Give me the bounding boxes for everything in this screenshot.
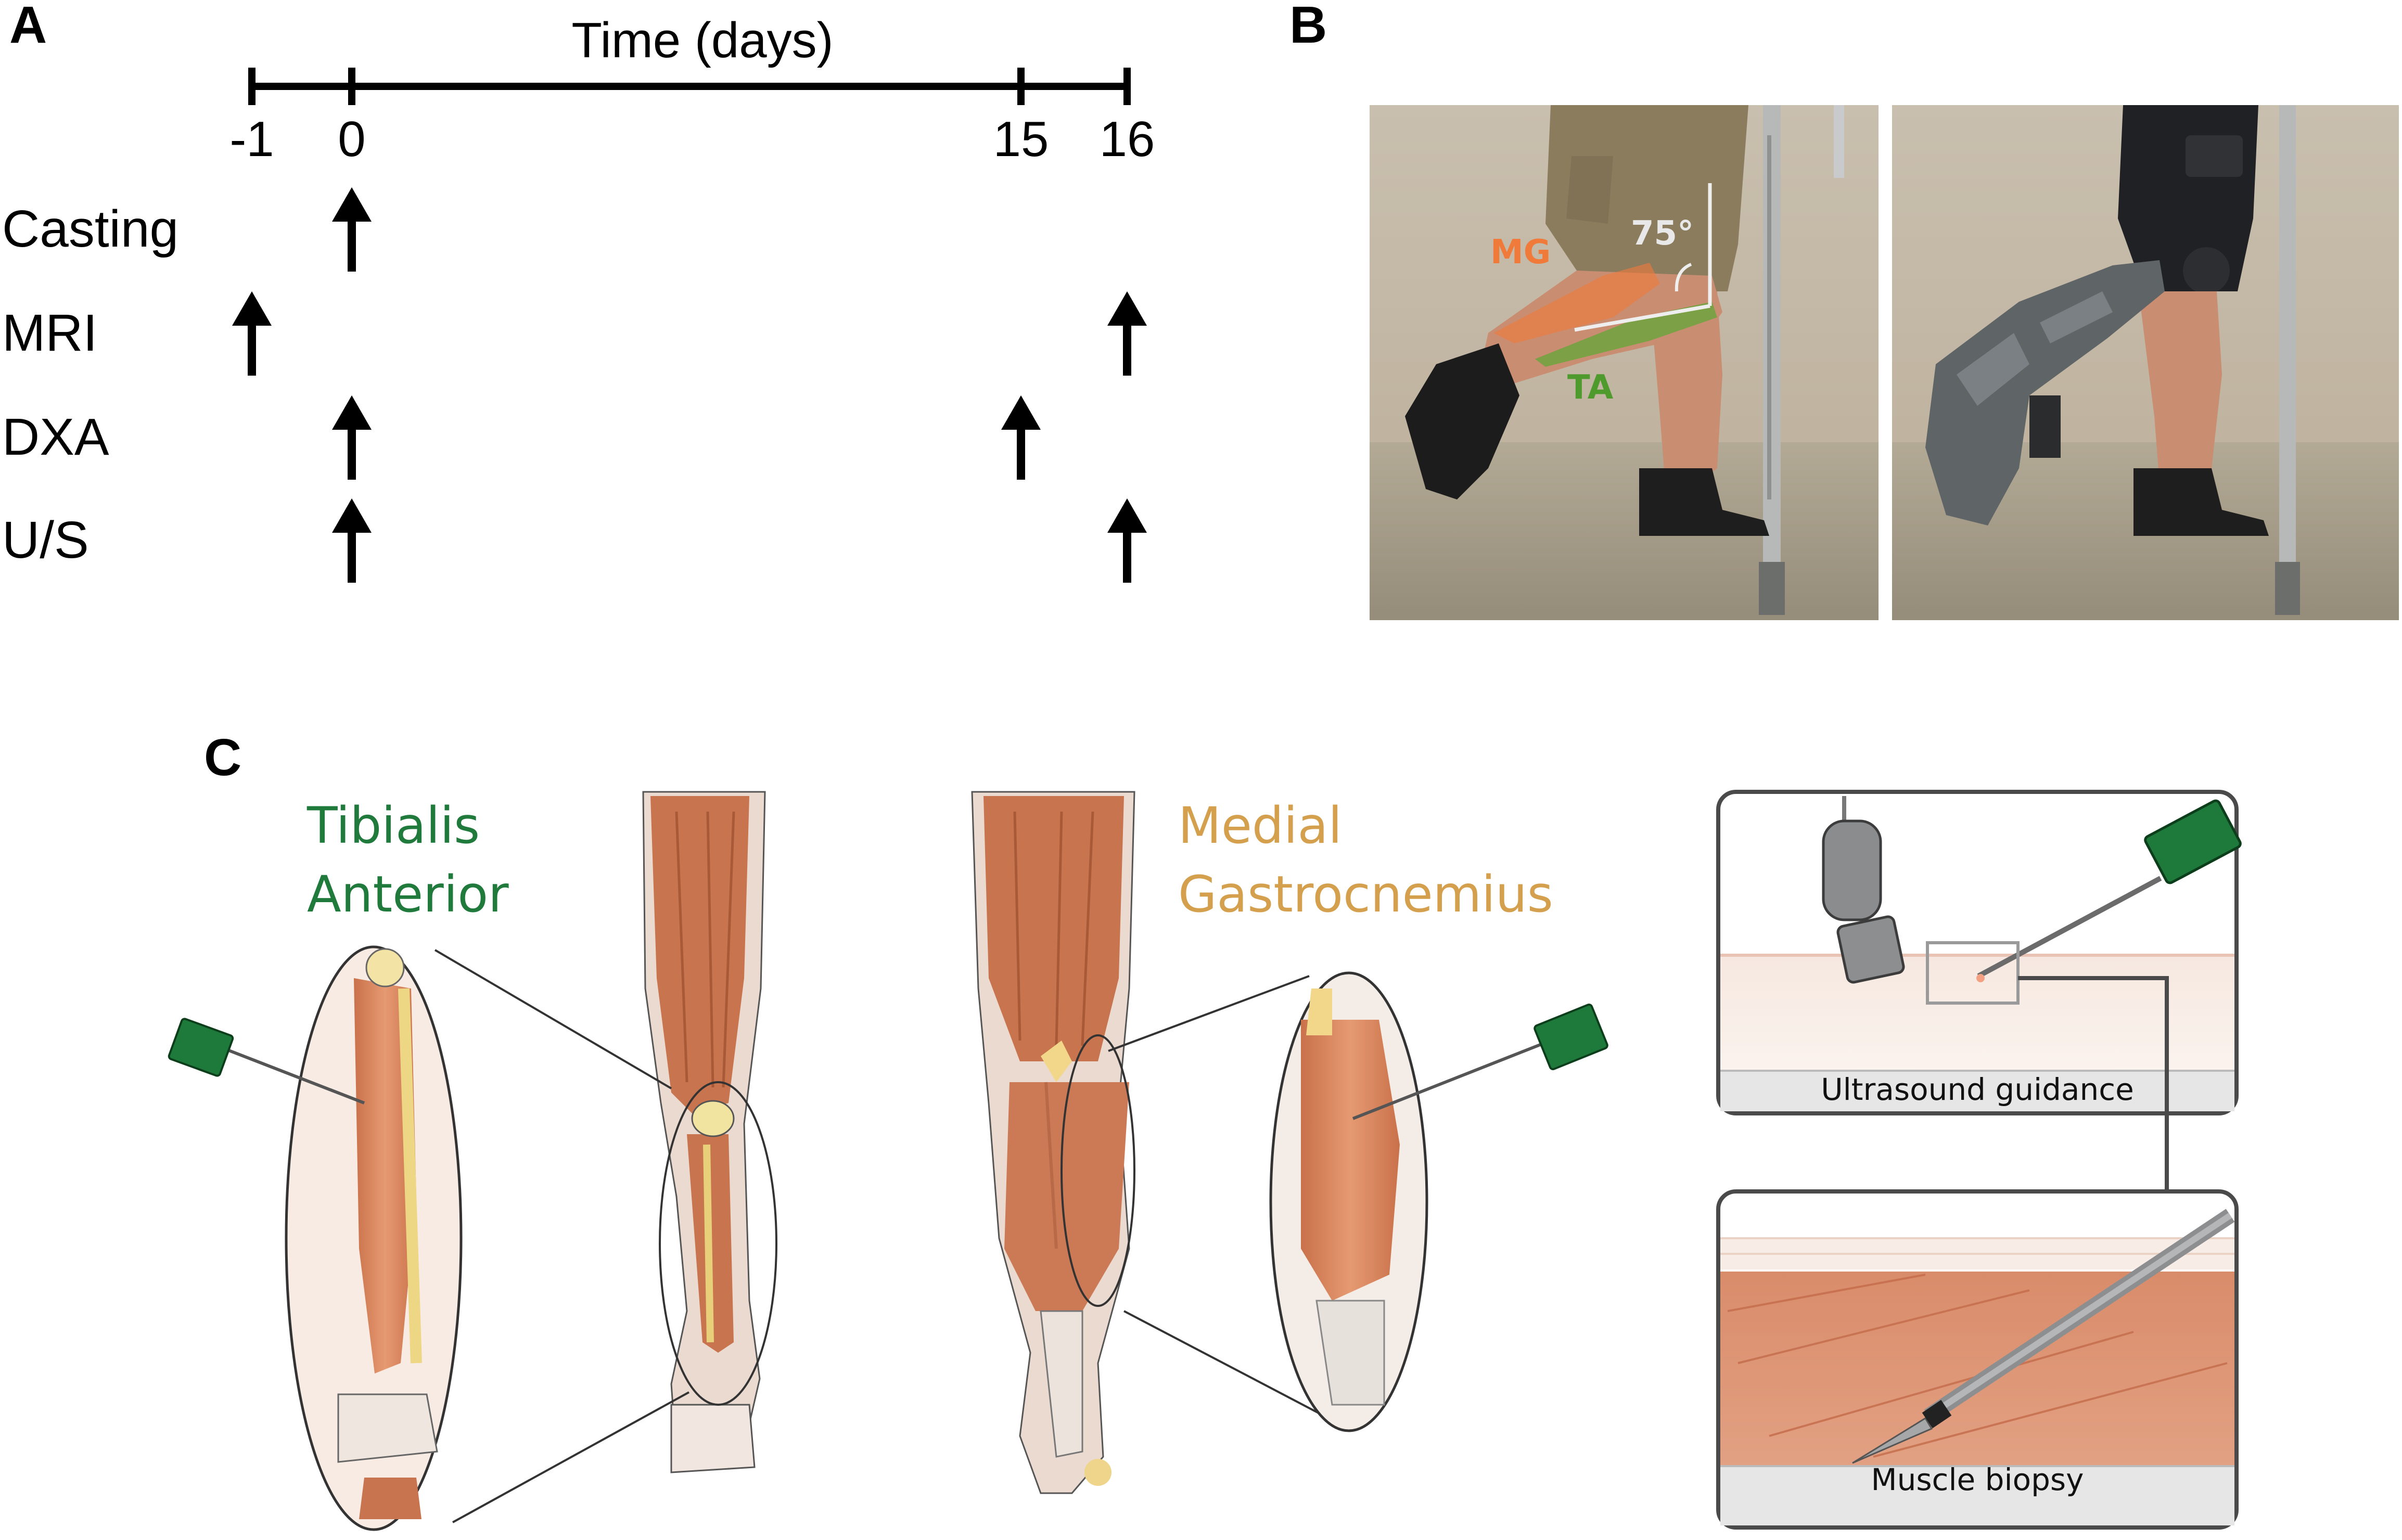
- event-row-label: Casting: [2, 200, 178, 258]
- event-arrow: [332, 498, 372, 583]
- zoom-connector: [2018, 976, 2169, 1191]
- anterior-leg-illustration: [642, 791, 777, 1473]
- tibialis-zoom-oval: [168, 945, 689, 1531]
- gastrocnemius-zoom-oval: [1108, 971, 1608, 1432]
- ultrasound-guidance-caption: Ultrasound guidance: [1821, 1072, 2134, 1107]
- muscle-biopsy-box: Muscle biopsy: [1716, 1189, 2239, 1530]
- event-arrow: [332, 187, 372, 272]
- event-arrow: [232, 291, 272, 376]
- event-arrow: [1107, 498, 1147, 583]
- photo-unbraced-leg: MG TA 75°: [1370, 105, 1879, 620]
- muscle-biopsy-caption: Muscle biopsy: [1871, 1462, 2084, 1497]
- event-row-label: DXA: [2, 408, 109, 466]
- ta-muscle-overlay: [1535, 302, 1717, 367]
- event-arrow: [1001, 395, 1041, 480]
- photo-braced-leg: [1892, 105, 2399, 620]
- tibialis-title-line1: Tibialis: [306, 797, 480, 855]
- panel-c-letter: C: [204, 728, 241, 787]
- event-arrow: [1107, 291, 1147, 376]
- gastrocnemius-title-line2: Gastrocnemius: [1178, 865, 1553, 923]
- panel-a-letter: A: [9, 0, 47, 54]
- gastrocnemius-title-line1: Medial: [1178, 797, 1342, 855]
- mg-muscle-overlay: [1493, 263, 1660, 343]
- event-row-label: U/S: [2, 511, 89, 569]
- mg-label: MG: [1490, 233, 1551, 272]
- panel-c: C Tibialis Anterior Medial Gastrocnemius: [168, 728, 2242, 1531]
- timeline-tick-label: 15: [993, 111, 1049, 167]
- timeline-ticks: -1 0 15 16: [229, 68, 1155, 167]
- ultrasound-guidance-box: Ultrasound guidance: [1716, 790, 2242, 1115]
- panel-b-letter: B: [1289, 0, 1327, 54]
- panel-b: B MG: [1289, 0, 2399, 620]
- ta-label: TA: [1567, 368, 1614, 407]
- timeline-tick-label: 16: [1100, 111, 1155, 167]
- event-row-label: MRI: [2, 304, 97, 362]
- posterior-leg-illustration: [971, 791, 1135, 1494]
- tibialis-title-line2: Anterior: [307, 865, 509, 923]
- timeline-tick-label: 0: [338, 111, 365, 167]
- timeline-tick-label: -1: [229, 111, 274, 167]
- angle-label: 75°: [1631, 214, 1694, 253]
- timeline-axis-title: Time (days): [571, 12, 833, 68]
- event-arrow: [332, 395, 372, 480]
